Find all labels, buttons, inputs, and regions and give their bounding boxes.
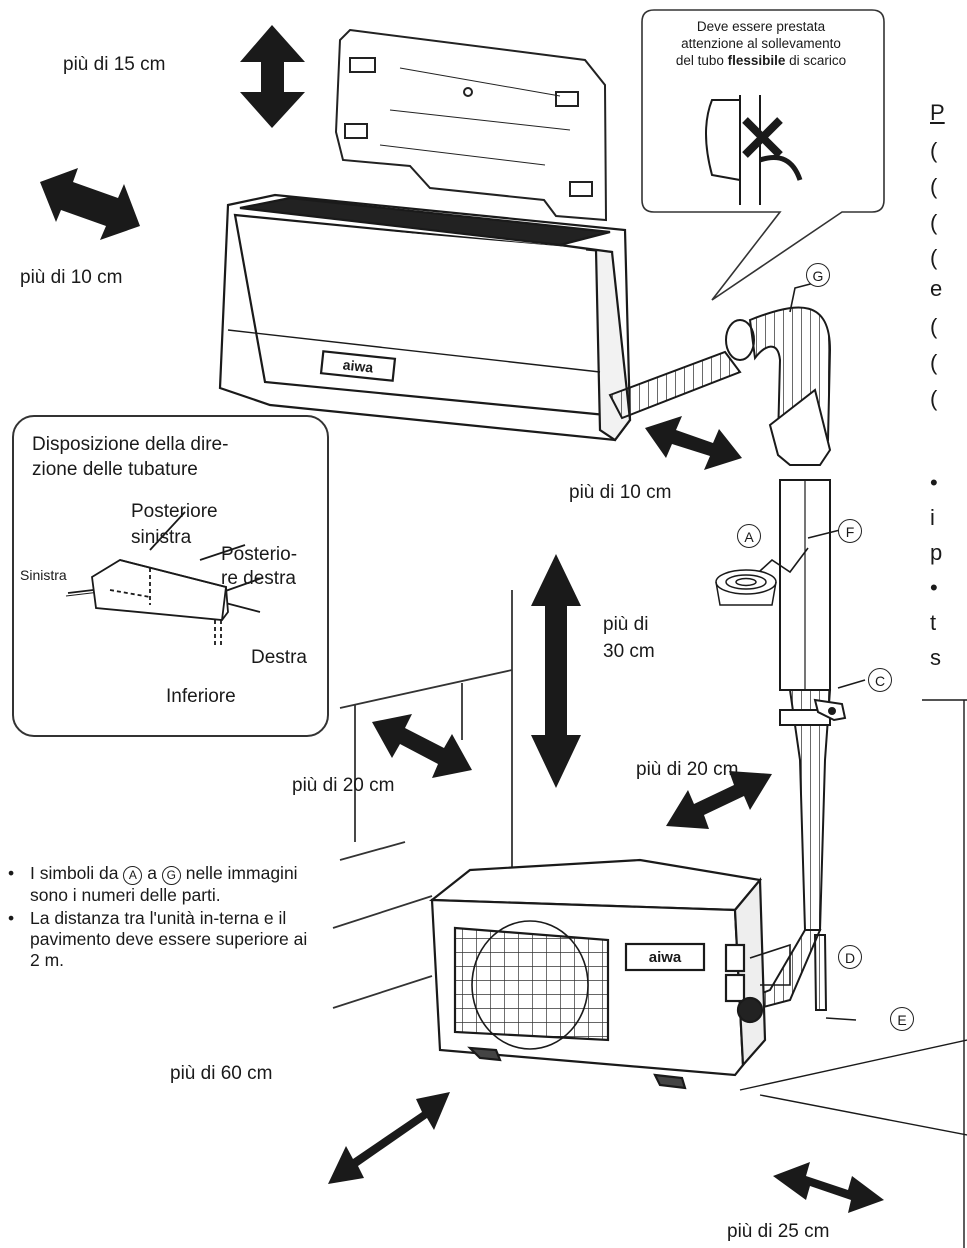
inset-title: Disposizione della dire- zione delle tub… [32,432,322,482]
label-left: Sinistra [20,567,67,583]
warning-line-3-post: di scarico [785,53,847,68]
indoor-brand-logo: aiwa [342,356,374,375]
callout-bubble [641,9,885,301]
part-tag-e: E [890,1007,914,1031]
note1-part-a: I simboli da [30,863,124,883]
warning-line-1: Deve essere prestata [696,19,826,34]
pipe-direction-schematic [65,511,263,648]
part-tag-a: A [737,524,761,548]
right-col-14: t [930,610,937,635]
right-col-15: s [930,645,941,670]
right-col-3: ( [930,174,938,199]
right-col-11: i [930,505,935,530]
indoor-unit: aiwa [218,193,632,442]
dimension-label-side-outdoor: più di 25 cm [727,1221,830,1242]
note1-part-c: nelle immagini sono i numeri delle parti… [30,863,298,905]
right-col-12: p [930,540,943,565]
right-col-5: ( [930,245,938,270]
right-col-6: e [930,276,943,301]
warning-line-3-bold: flessibile [727,53,786,68]
symbol-a-icon: A [123,866,143,885]
arrow-above-indoor [240,25,305,128]
label-rear-right-2: re destra [221,568,296,589]
note-floor-distance: • La distanza tra l'unità in-terna e il … [8,908,308,971]
arrow-left-indoor [40,168,140,240]
note1-part-b: a [142,863,162,883]
arrow-left-outdoor-wall [372,714,472,778]
arrow-front-outdoor [328,1092,450,1184]
part-tag-f: F [838,519,862,543]
dimension-label-above-indoor: più di 15 cm [63,54,166,75]
arrow-right-indoor [645,416,742,470]
label-rear-left-2: sinistra [131,527,192,548]
label-rear-right-1: Posterio- [221,544,298,565]
inset-title-line-2: zione delle tubature [32,459,198,480]
warning-line-2: attenzione al sollevamento [681,36,841,51]
note-parts-symbols: • I simboli da A a G nelle immagini sono… [8,863,308,906]
callout-lines [739,281,967,1248]
right-col-8: ( [930,350,938,375]
mounting-plate [334,28,608,222]
dimension-label-above-outdoor-value: 30 cm [603,641,655,662]
pipe-assembly [608,306,832,1012]
dimension-label-left-outdoor: più di 20 cm [292,775,395,796]
warning-line-3: del tubo flessibile di scarico [648,52,874,69]
right-col-7: ( [930,314,938,339]
right-col-9: ( [930,386,938,411]
dimension-label-left-indoor: più di 10 cm [20,267,123,288]
dimension-label-right-outdoor: più di 20 cm [636,759,739,780]
tape-roll [715,569,777,606]
symbol-g-icon: G [161,866,181,885]
bullet-icon: • [8,908,15,928]
arrow-right-outdoor [666,771,772,829]
right-col-10: • [930,470,938,495]
right-col-13: • [930,575,938,600]
label-right: Destra [251,647,307,668]
label-rear-left-1: Posteriore [131,501,218,522]
dimension-label-front-outdoor: più di 60 cm [170,1063,273,1084]
pipe-clamp [813,698,847,722]
label-bottom: Inferiore [166,686,236,707]
part-tag-d: D [838,945,862,969]
arrow-side-outdoor [773,1162,884,1213]
note2-text: La distanza tra l'unità in-terna e il pa… [30,908,308,970]
notes-list: • I simboli da A a G nelle immagini sono… [8,863,308,973]
pipe-direction-inset [12,415,329,737]
warning-line-3-pre: del tubo [675,53,728,68]
part-tag-c: C [868,668,892,692]
right-col-1: P [930,100,945,125]
arrow-above-outdoor [531,554,581,788]
part-tag-g: G [806,263,830,287]
outdoor-brand-logo: aiwa [649,949,682,966]
bullet-icon: • [8,863,15,883]
dimension-label-right-indoor: più di 10 cm [569,482,672,503]
callout-illustration [705,95,803,205]
drain-hose-warning: Deve essere prestata attenzione al solle… [648,18,874,69]
inset-title-line-1: Disposizione della dire- [32,434,229,455]
right-col-2: ( [930,138,938,163]
right-col-4: ( [930,210,938,235]
dimension-label-above-outdoor: più di [603,614,649,635]
outdoor-unit: aiwa [428,858,767,1090]
